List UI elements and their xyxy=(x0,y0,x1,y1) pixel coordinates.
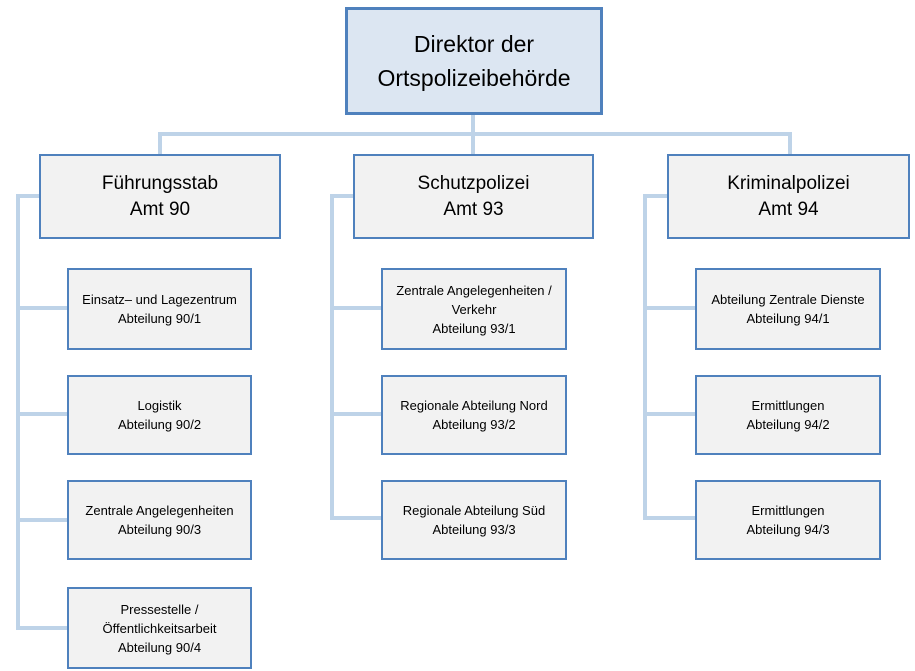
department-93-2-number: Abteilung 93/2 xyxy=(432,417,516,432)
department-94-2-name: Ermittlungen xyxy=(751,398,825,413)
connector-amt-90-drop xyxy=(158,132,162,156)
department-93-1-name-2: Verkehr xyxy=(451,301,497,317)
department-90-4-name-2: Öffentlichkeitsarbeit xyxy=(102,620,217,636)
department-90-4-number: Abteilung 90/4 xyxy=(117,639,202,655)
department-93-3-number: Abteilung 93/3 xyxy=(432,522,516,537)
amt-90-title: Führungsstab xyxy=(101,172,219,194)
department-90-3-name: Zentrale Angelegenheiten xyxy=(85,503,234,518)
connector-amt-94-spine xyxy=(643,194,647,520)
department-box-90-3: Zentrale Angelegenheiten Abteilung 90/3 xyxy=(67,480,252,560)
department-94-3-name: Ermittlungen xyxy=(751,503,825,518)
department-box-94-2: Ermittlungen Abteilung 94/2 xyxy=(695,375,881,455)
department-box-94-1: Abteilung Zentrale Dienste Abteilung 94/… xyxy=(695,268,881,350)
connector-90-3 xyxy=(16,518,69,522)
connector-93-1 xyxy=(330,306,383,310)
department-90-1-name: Einsatz– und Lagezentrum xyxy=(82,292,237,307)
connector-amt-94-drop xyxy=(788,132,792,156)
department-90-3-number: Abteilung 90/3 xyxy=(117,522,202,537)
amt-93-number: Amt 93 xyxy=(443,198,504,220)
amt-93-title: Schutzpolizei xyxy=(417,172,530,194)
department-90-1-number: Abteilung 90/1 xyxy=(117,311,202,326)
department-box-90-1: Einsatz– und Lagezentrum Abteilung 90/1 xyxy=(67,268,252,350)
director-box: Direktor der Ortspolizeibehörde xyxy=(345,7,603,115)
department-93-3-name: Regionale Abteilung Süd xyxy=(402,503,546,518)
department-box-94-3: Ermittlungen Abteilung 94/3 xyxy=(695,480,881,560)
connector-93-3 xyxy=(330,516,383,520)
department-box-93-3: Regionale Abteilung Süd Abteilung 93/3 xyxy=(381,480,567,560)
director-line-2: Ortspolizeibehörde xyxy=(377,65,571,91)
connector-93-2 xyxy=(330,412,383,416)
amt-94-box: Kriminalpolizei Amt 94 xyxy=(667,154,910,239)
department-box-90-4: Pressestelle / Öffentlichkeitsarbeit Abt… xyxy=(67,587,252,669)
amt-94-number: Amt 94 xyxy=(758,198,819,220)
connector-94-1 xyxy=(643,306,697,310)
connector-94-2 xyxy=(643,412,697,416)
connector-amt-94-stub xyxy=(643,194,669,198)
department-box-90-2: Logistik Abteilung 90/2 xyxy=(67,375,252,455)
department-90-2-name: Logistik xyxy=(137,398,182,413)
connector-root-down xyxy=(471,114,475,136)
director-line-1: Direktor der xyxy=(413,31,535,57)
department-94-3-number: Abteilung 94/3 xyxy=(746,522,830,537)
department-90-2-number: Abteilung 90/2 xyxy=(117,417,202,432)
amt-93-box: Schutzpolizei Amt 93 xyxy=(353,154,594,239)
amt-90-box: Führungsstab Amt 90 xyxy=(39,154,281,239)
department-93-2-name: Regionale Abteilung Nord xyxy=(400,398,548,413)
department-box-93-2: Regionale Abteilung Nord Abteilung 93/2 xyxy=(381,375,567,455)
department-94-1-name: Abteilung Zentrale Dienste xyxy=(711,292,865,307)
connector-horizontal-bus xyxy=(158,132,792,136)
department-94-1-number: Abteilung 94/1 xyxy=(746,311,830,326)
connector-90-4 xyxy=(16,626,69,630)
amt-94-title: Kriminalpolizei xyxy=(727,172,850,194)
department-box-93-1: Zentrale Angelegenheiten / Verkehr Abtei… xyxy=(381,268,567,350)
amt-90-number: Amt 90 xyxy=(129,198,191,220)
department-93-1-name: Zentrale Angelegenheiten / xyxy=(396,282,552,298)
department-90-4-name: Pressestelle / xyxy=(120,601,199,617)
department-93-1-number: Abteilung 93/1 xyxy=(432,320,516,336)
connector-amt-93-drop xyxy=(471,132,475,156)
department-94-2-number: Abteilung 94/2 xyxy=(746,417,830,432)
connector-amt-93-spine xyxy=(330,194,334,520)
connector-amt-93-stub xyxy=(330,194,356,198)
connector-amt-90-stub xyxy=(16,194,42,198)
connector-94-3 xyxy=(643,516,697,520)
connector-90-2 xyxy=(16,412,69,416)
connector-90-1 xyxy=(16,306,69,310)
